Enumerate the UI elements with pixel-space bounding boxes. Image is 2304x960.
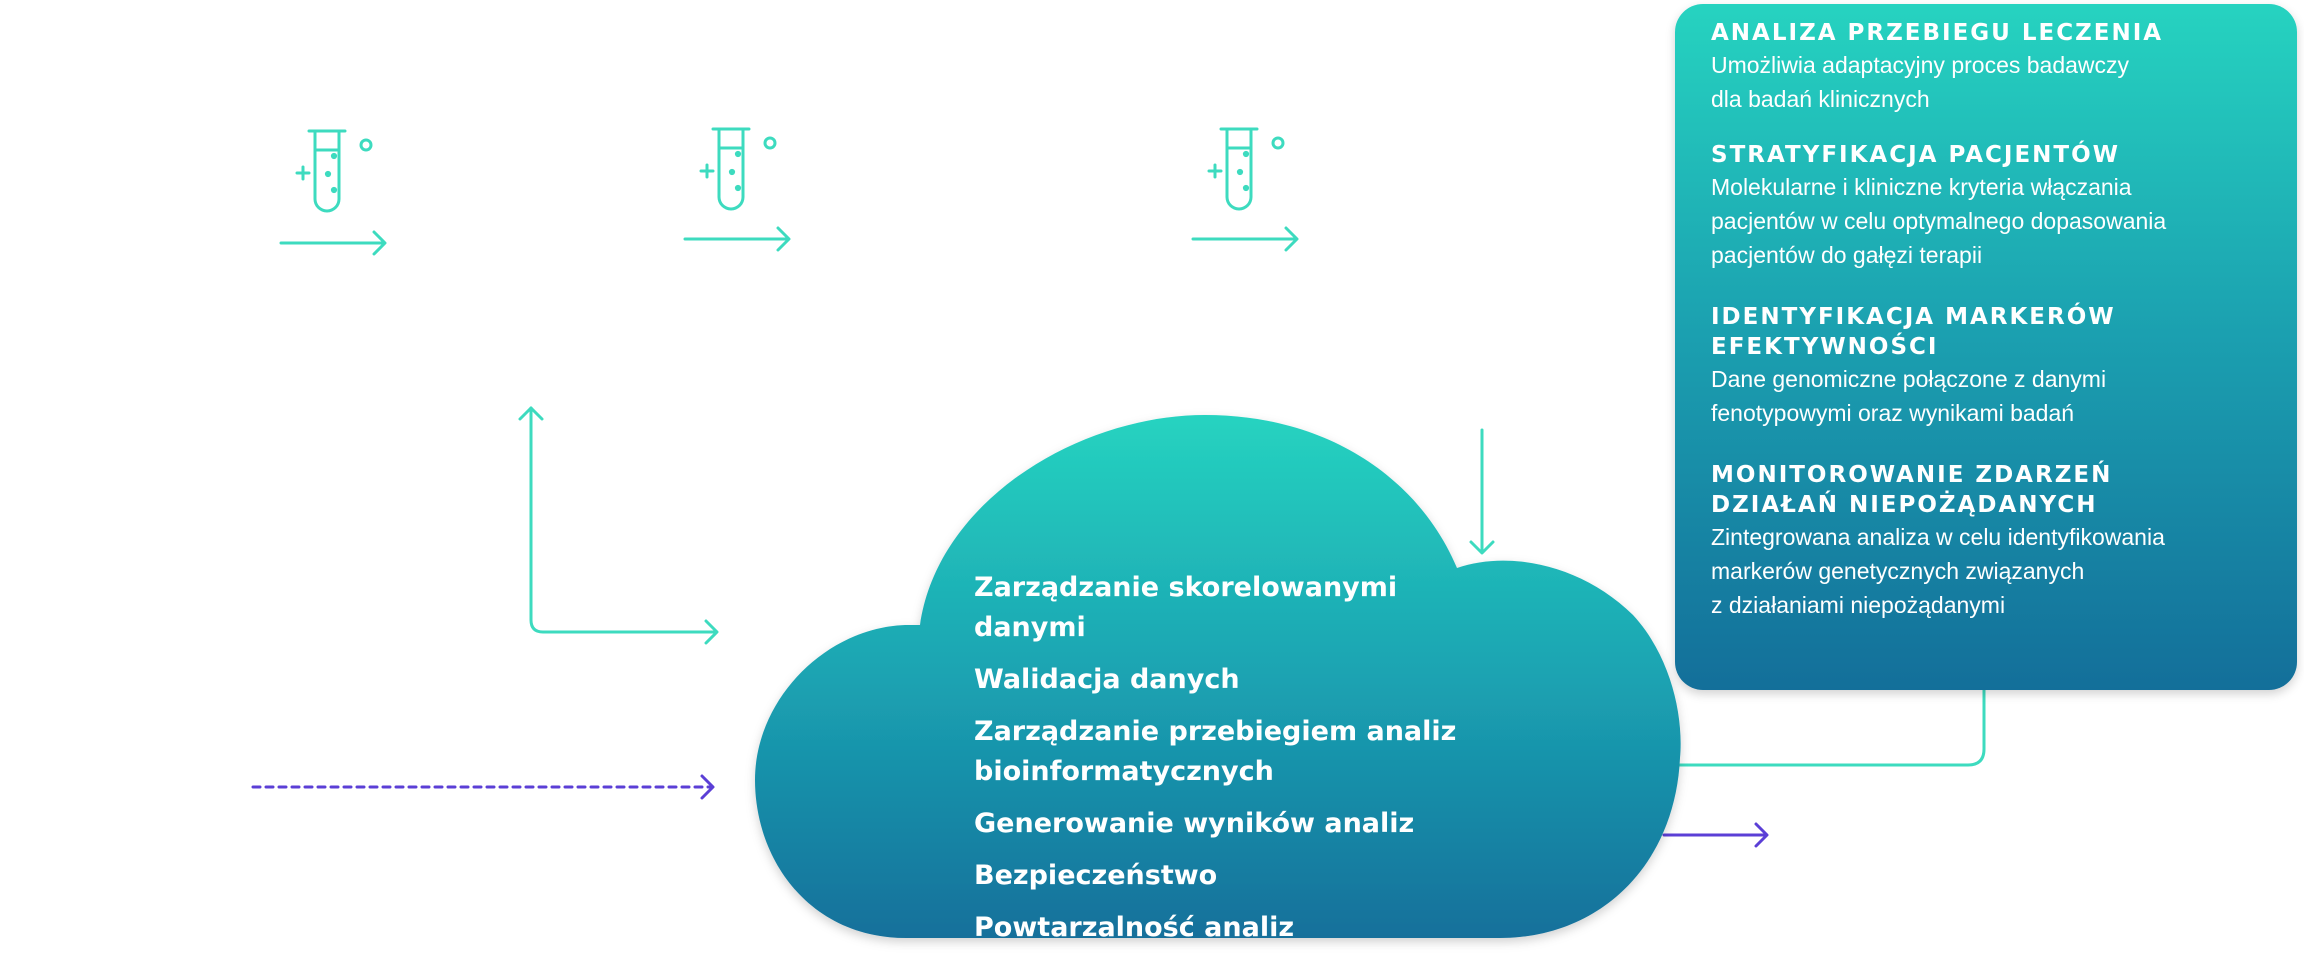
cloud-item-result-generation: Generowanie wyników analiz (974, 808, 1415, 839)
arrow-right-2 (683, 226, 791, 252)
panel-section-description: Umożliwia adaptacyjny proces badawczy dl… (1711, 52, 2130, 112)
cloud-capabilities-list: Zarządzanie skorelowanymi danymi Walidac… (974, 568, 1494, 960)
arrow-right-3 (1191, 226, 1299, 252)
panel-section-patient-stratification: STRATYFIKACJA PACJENTÓW Molekularne i kl… (1711, 140, 2277, 272)
l-connector-arrow (518, 406, 719, 645)
cloud-item-bioinformatics-workflow: Zarządzanie przebiegiem analiz bioinform… (974, 716, 1457, 787)
cloud-item-correlated-data: Zarządzanie skorelowanymi danymi (974, 572, 1398, 643)
cloud-item-security: Bezpieczeństwo (974, 860, 1218, 891)
panel-section-title: IDENTYFIKACJA MARKERÓW EFEKTYWNOŚCI (1711, 304, 2116, 360)
panel-section-title: ANALIZA PRZEBIEGU LECZENIA (1711, 20, 2164, 46)
output-arrow (1662, 822, 1769, 848)
panel-section-title: MONITOROWANIE ZDARZEŃ DZIAŁAŃ NIEPOŻĄDAN… (1711, 462, 2113, 518)
panel-section-description: Zintegrowana analiza w celu identyfikowa… (1711, 524, 2165, 618)
applications-panel: ANALIZA PRZEBIEGU LECZENIA Umożliwia ada… (1675, 4, 2297, 690)
test-tube-icon (1207, 127, 1285, 211)
arrow-down (1469, 428, 1495, 555)
cloud-item-reproducibility: Powtarzalność analiz (974, 912, 1295, 943)
panel-section-title: STRATYFIKACJA PACJENTÓW (1711, 142, 2121, 168)
panel-section-treatment-analysis: ANALIZA PRZEBIEGU LECZENIA Umożliwia ada… (1711, 18, 2277, 116)
cloud-shape (755, 415, 1681, 938)
test-tube-icon (699, 127, 777, 211)
panel-section-efficacy-markers: IDENTYFIKACJA MARKERÓW EFEKTYWNOŚCI Dane… (1711, 302, 2277, 430)
cloud-item-data-validation: Walidacja danych (974, 664, 1240, 695)
test-tube-icon (295, 129, 373, 213)
panel-section-description: Molekularne i kliniczne kryteria włączan… (1711, 174, 2167, 268)
panel-section-description: Dane genomiczne połączone z danymi fenot… (1711, 366, 2107, 426)
arrow-right-1 (279, 230, 387, 256)
panel-connector (1678, 688, 1986, 767)
dashed-input-arrow (251, 774, 715, 800)
panel-section-adverse-events: MONITOROWANIE ZDARZEŃ DZIAŁAŃ NIEPOŻĄDAN… (1711, 460, 2277, 622)
